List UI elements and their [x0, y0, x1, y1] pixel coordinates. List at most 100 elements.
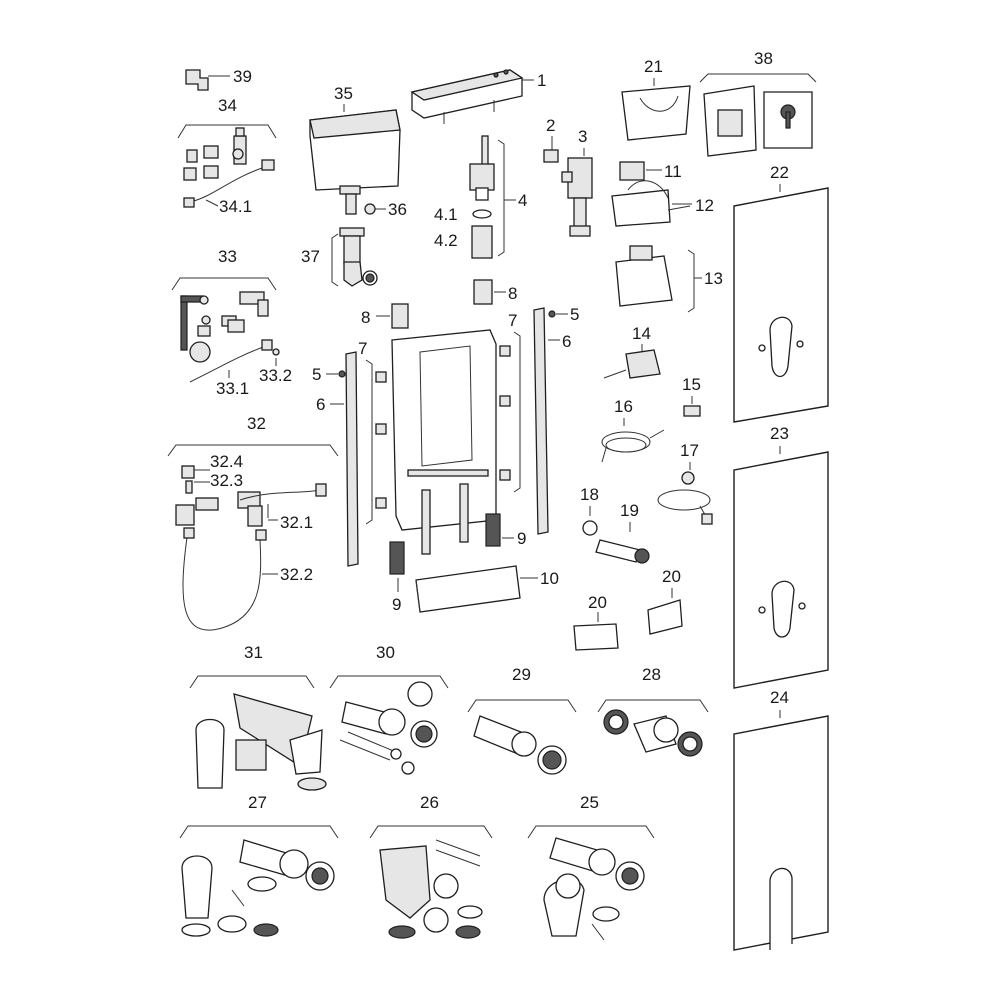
part-4-1-washer — [472, 209, 492, 219]
part-9-pad-right — [485, 513, 501, 547]
part-18-seal — [582, 520, 598, 536]
part-5-screw-left — [338, 370, 346, 378]
label-3: 3 — [578, 127, 587, 146]
label-19: 19 — [620, 501, 639, 520]
label-6a: 6 — [316, 395, 325, 414]
label-11: 11 — [664, 162, 682, 181]
part-6-rail-left — [345, 351, 359, 567]
label-33-2: 33.2 — [259, 366, 292, 385]
label-27: 27 — [248, 793, 267, 812]
part-16-cable — [601, 429, 665, 463]
part-37-flush-pipe — [339, 227, 378, 287]
label-18: 18 — [580, 485, 599, 504]
label-16: 16 — [614, 397, 633, 416]
label-10: 10 — [540, 569, 559, 588]
part-12-control-unit — [611, 180, 691, 227]
label-20b: 20 — [662, 567, 681, 586]
label-36: 36 — [388, 200, 407, 219]
label-8b: 8 — [508, 284, 517, 303]
label-34-1: 34.1 — [219, 197, 252, 216]
label-25: 25 — [580, 793, 599, 812]
label-24: 24 — [770, 688, 789, 707]
part-4-2-filter — [471, 225, 493, 259]
label-7a: 7 — [358, 339, 367, 358]
label-32-3: 32.3 — [210, 471, 243, 490]
part-22-glass-panel — [733, 187, 829, 423]
label-9a: 9 — [392, 595, 401, 614]
part-30-drain-set — [339, 681, 438, 775]
label-39: 39 — [233, 67, 252, 86]
label-26: 26 — [420, 793, 439, 812]
label-17: 17 — [680, 441, 699, 460]
part-38-templates — [703, 85, 813, 157]
part-24-glass-panel — [733, 715, 829, 951]
label-4-1: 4.1 — [434, 205, 458, 224]
part-23-glass-panel — [733, 451, 829, 689]
label-29: 29 — [512, 665, 531, 684]
part-20-cover-a — [573, 623, 619, 651]
part-2-clip — [543, 149, 559, 163]
part-31-drain-set — [195, 693, 327, 791]
part-21-bracket — [621, 85, 691, 141]
part-13-actuator-unit — [615, 245, 673, 307]
part-26-drain-set — [379, 839, 483, 939]
label-34: 34 — [218, 96, 237, 115]
part-25-drain-set — [543, 837, 645, 941]
label-9b: 9 — [517, 529, 526, 548]
label-2: 2 — [546, 116, 555, 135]
label-33: 33 — [218, 247, 237, 266]
part-17-cable — [657, 471, 713, 525]
label-12: 12 — [695, 196, 714, 215]
label-32-2: 32.2 — [280, 565, 313, 584]
part-32-connection-set — [175, 465, 327, 631]
label-5b: 5 — [570, 305, 579, 324]
label-23: 23 — [770, 424, 789, 443]
label-37: 37 — [301, 247, 320, 266]
label-1: 1 — [537, 71, 546, 90]
part-35-cistern — [309, 109, 401, 215]
label-7b: 7 — [508, 311, 517, 330]
label-4-2: 4.2 — [434, 231, 458, 250]
part-4-valve — [469, 135, 495, 201]
part-7-clips-right — [499, 345, 511, 481]
label-32: 32 — [247, 414, 266, 433]
part-20-cover-b — [647, 599, 683, 635]
part-7-clips-left — [375, 371, 387, 509]
part-9-pad-left — [389, 541, 405, 575]
part-3-fill-valve — [561, 157, 593, 237]
label-20a: 20 — [588, 593, 607, 612]
part-1-frame-top — [410, 69, 524, 124]
part-29-pipe-set — [473, 715, 567, 775]
part-8-bracket-right — [473, 279, 493, 305]
label-5a: 5 — [312, 365, 321, 384]
part-27-drain-set — [181, 839, 335, 937]
installation-frame — [391, 329, 497, 555]
label-22: 22 — [770, 163, 789, 182]
part-14-sensor — [603, 349, 661, 379]
part-36-plug — [364, 203, 386, 215]
label-32-4: 32.4 — [210, 452, 243, 471]
label-15: 15 — [682, 375, 701, 394]
label-21: 21 — [644, 57, 663, 76]
label-28: 28 — [642, 665, 661, 684]
part-15-connector — [683, 405, 701, 417]
label-4: 4 — [518, 191, 527, 210]
part-19-pipe — [595, 539, 650, 564]
label-31: 31 — [244, 643, 263, 662]
part-34-connection-set — [183, 127, 275, 208]
label-14: 14 — [632, 324, 651, 343]
part-6-rail-right — [533, 307, 549, 535]
part-28-connector-set — [603, 709, 703, 757]
part-5-screw-right — [548, 310, 556, 318]
part-10-base-cover — [415, 565, 521, 613]
label-32-1: 32.1 — [280, 513, 313, 532]
part-8-bracket-left — [391, 303, 409, 329]
part-39-elbow-fitting — [185, 69, 230, 91]
label-8a: 8 — [361, 308, 370, 327]
part-33-connection-set — [180, 291, 280, 383]
label-6b: 6 — [562, 332, 571, 351]
label-35: 35 — [334, 84, 353, 103]
label-13: 13 — [704, 269, 723, 288]
